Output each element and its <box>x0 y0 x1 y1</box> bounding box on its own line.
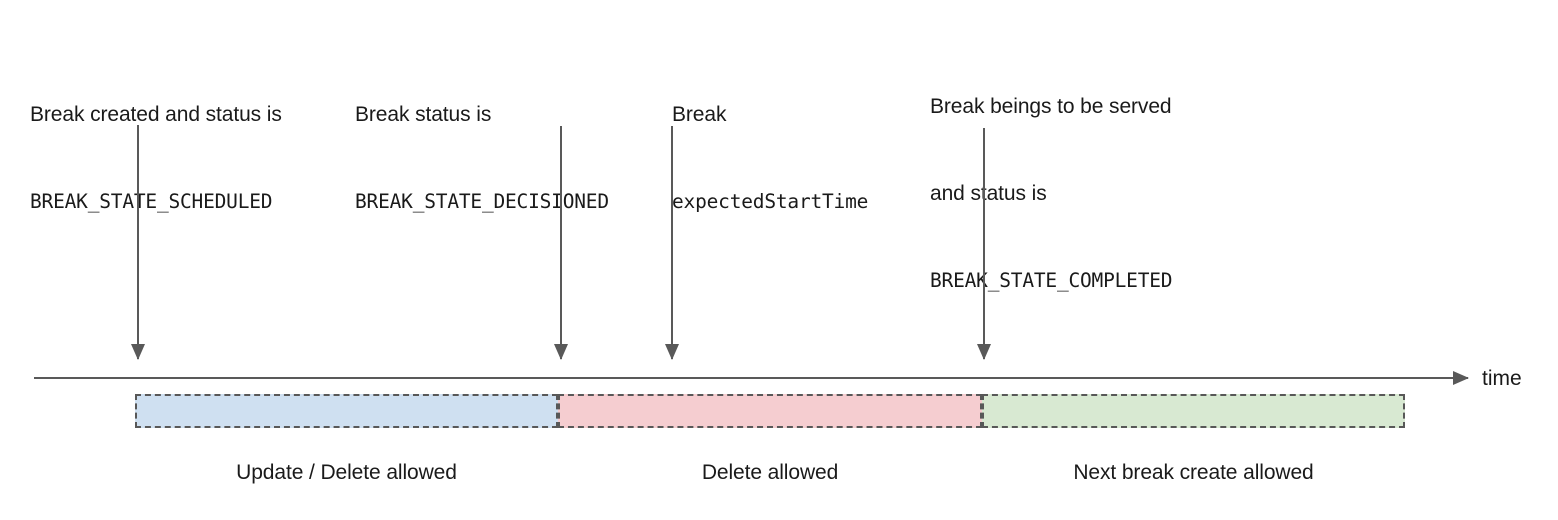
annotation-line-3: BREAK_STATE_COMPLETED <box>930 269 1173 292</box>
axis-line <box>34 377 1468 379</box>
phase-bar-decisioned <box>558 394 982 428</box>
arrow-down-icon-break-expected-start <box>665 126 679 360</box>
arrow-shaft <box>137 125 139 359</box>
arrow-head <box>977 344 991 360</box>
arrow-down-icon-break-decisioned <box>554 126 568 360</box>
arrow-shaft <box>560 126 562 359</box>
annotation-line-1: Break beings to be served <box>930 95 1172 118</box>
arrow-shaft <box>983 128 985 359</box>
annotation-line-2: BREAK_STATE_SCHEDULED <box>30 190 273 213</box>
annotation-line-2: expectedStartTime <box>672 190 869 213</box>
phase-bar-completed <box>982 394 1405 428</box>
time-axis-label: time <box>1482 367 1522 390</box>
arrow-shaft <box>671 126 673 359</box>
annotation-break-completed: Break beings to be served and status is … <box>930 34 1173 353</box>
annotation-break-decisioned: Break status is BREAK_STATE_DECISIONED <box>355 42 609 274</box>
phase-caption-scheduled: Update / Delete allowed <box>236 461 457 484</box>
arrow-right-icon <box>1453 371 1469 385</box>
arrow-down-icon-break-created <box>131 125 145 360</box>
annotation-line-1: Break <box>672 103 727 126</box>
annotation-line-2: BREAK_STATE_DECISIONED <box>355 190 609 213</box>
annotation-break-expected-start: Break expectedStartTime <box>672 42 868 274</box>
arrow-head <box>554 344 568 360</box>
phase-bar-scheduled <box>135 394 558 428</box>
annotation-line-1: Break created and status is <box>30 103 282 126</box>
annotation-break-created: Break created and status is BREAK_STATE_… <box>30 42 282 274</box>
arrow-head <box>131 344 145 360</box>
annotation-line-1: Break status is <box>355 103 492 126</box>
phase-caption-decisioned: Delete allowed <box>701 461 839 484</box>
arrow-down-icon-break-completed <box>977 128 991 360</box>
annotation-line-2: and status is <box>930 182 1047 205</box>
arrow-head <box>665 344 679 360</box>
phase-caption-completed: Next break create allowed <box>1073 461 1314 484</box>
time-axis <box>34 371 1469 385</box>
